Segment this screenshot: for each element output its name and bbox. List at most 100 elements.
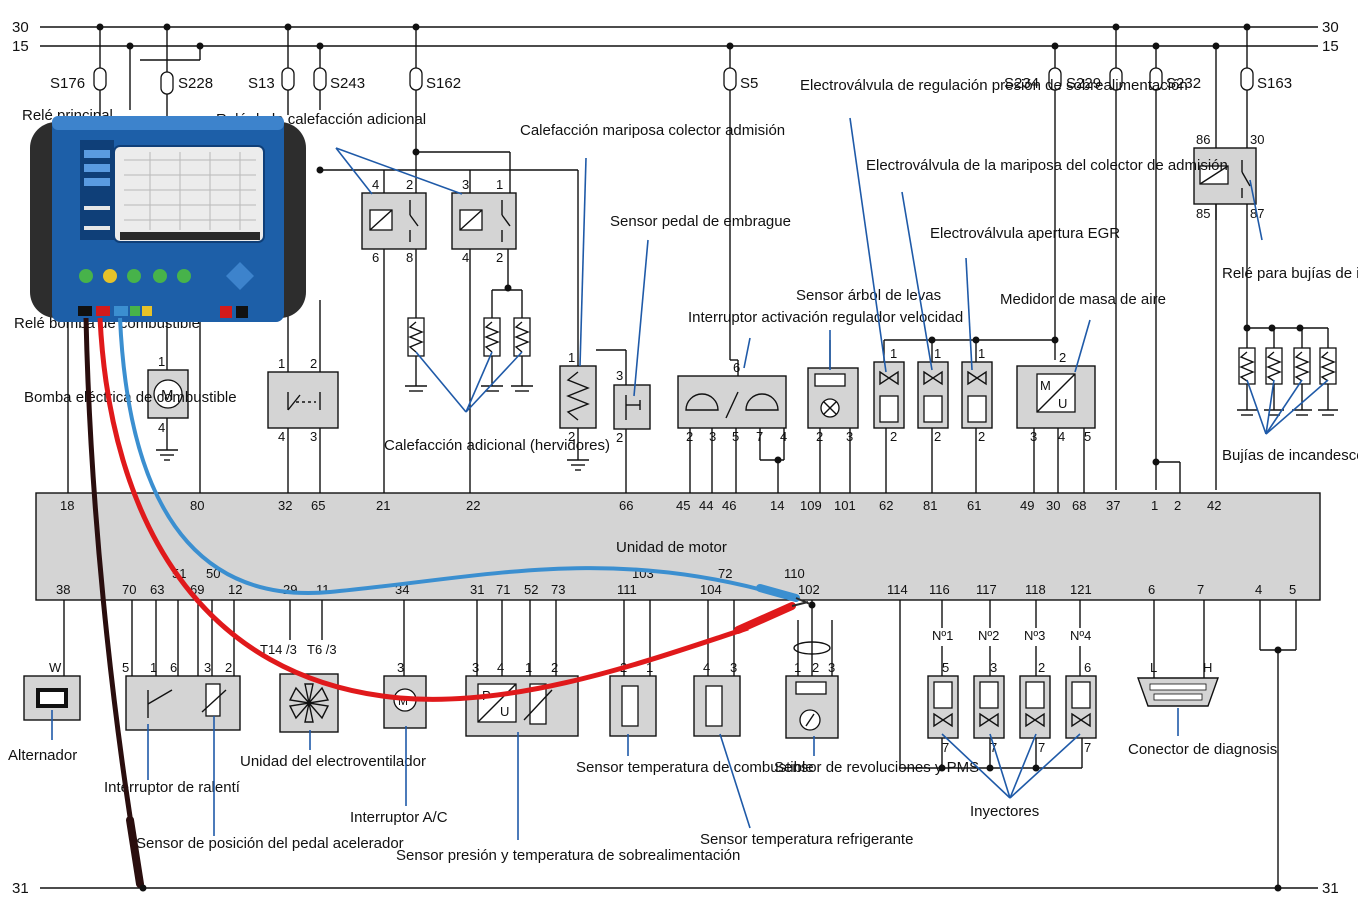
red-lead	[97, 317, 749, 702]
fuse-s162-label: S162	[426, 75, 461, 92]
blue-lead	[118, 317, 771, 595]
svg-text:12: 12	[228, 582, 242, 597]
label-medidor-masa: Medidor de masa de aire	[1000, 291, 1166, 308]
ecu-title: Unidad de motor	[616, 539, 727, 556]
svg-text:117: 117	[976, 582, 997, 597]
svg-text:5: 5	[122, 660, 129, 675]
svg-text:Nº3: Nº3	[1024, 628, 1045, 643]
label-interruptor-velocidad: Interruptor activación regulador velocid…	[688, 309, 963, 326]
label-ev-mariposa: Electroválvula de la mariposa del colect…	[866, 157, 1228, 174]
tester-screen	[113, 145, 265, 243]
svg-text:H: H	[1203, 660, 1212, 675]
svg-text:45: 45	[676, 498, 690, 513]
svg-text:4: 4	[1058, 429, 1065, 444]
svg-text:M: M	[398, 694, 408, 708]
svg-text:32: 32	[278, 498, 292, 513]
label-interruptor-ralenti: Interruptor de ralentí	[104, 779, 241, 796]
svg-text:73: 73	[551, 582, 565, 597]
svg-text:38: 38	[56, 582, 70, 597]
svg-text:T14 /3: T14 /3	[260, 642, 297, 657]
svg-text:121: 121	[1070, 582, 1092, 597]
engine-control-unit: Unidad de motor 18 80 32 65 21 22 66 45 …	[35, 492, 1321, 601]
label-ev-presion: Electroválvula de regulación presión de …	[800, 77, 1188, 94]
probe-leads	[83, 317, 811, 892]
power-button[interactable]	[79, 269, 93, 283]
rail-30-label-left: 30	[12, 19, 29, 36]
svg-text:1: 1	[978, 346, 985, 361]
svg-text:18: 18	[60, 498, 74, 513]
svg-text:4: 4	[158, 420, 165, 435]
svg-text:1: 1	[568, 350, 575, 365]
motor-icon	[153, 379, 183, 409]
svg-text:4: 4	[278, 429, 285, 444]
leader-lines	[51, 117, 1329, 840]
fuses: S176 S228 S13 S243 S162 S5 S234 S229 S23…	[50, 23, 1292, 490]
help-button[interactable]	[103, 269, 117, 283]
fuse-s163-label: S163	[1257, 75, 1292, 92]
ok-button[interactable]	[153, 269, 167, 283]
svg-text:71: 71	[496, 582, 510, 597]
svg-text:46: 46	[722, 498, 736, 513]
svg-text:116: 116	[929, 582, 950, 597]
svg-text:7: 7	[942, 740, 949, 755]
component-labels: Relé principal Relé de la calefacción ad…	[8, 77, 1358, 864]
label-ev-egr: Electroválvula apertura EGR	[930, 225, 1120, 242]
svg-text:2: 2	[812, 660, 819, 675]
svg-text:65: 65	[311, 498, 325, 513]
label-rele-bujias: Relé para bujías de incandescencia	[1222, 265, 1358, 282]
diagnostic-tester[interactable]	[30, 116, 306, 322]
svg-text:44: 44	[699, 498, 713, 513]
glow-plugs	[1237, 328, 1338, 416]
rail-30-label-right: 30	[1322, 19, 1339, 36]
clutch-pedal-sensor	[613, 384, 651, 430]
label-alternador: Alternador	[8, 747, 77, 764]
svg-text:110: 110	[784, 566, 805, 581]
svg-text:85: 85	[1196, 206, 1210, 221]
svg-text:61: 61	[967, 498, 981, 513]
svg-text:6: 6	[372, 250, 379, 265]
label-bomba: Bomba eléctrica de combustible	[24, 389, 237, 406]
svg-text:21: 21	[376, 498, 390, 513]
svg-text:102: 102	[798, 582, 820, 597]
svg-text:1: 1	[1151, 498, 1158, 513]
svg-text:2: 2	[551, 660, 558, 675]
fuse-s5-label: S5	[740, 75, 758, 92]
svg-text:2: 2	[1038, 660, 1045, 675]
ecu-top-pins: 18 80 32 65 21 22 66 45 44 46 14 109 101…	[60, 498, 1221, 513]
svg-text:Nº2: Nº2	[978, 628, 999, 643]
svg-text:Nº4: Nº4	[1070, 628, 1091, 643]
svg-text:86: 86	[1196, 132, 1210, 147]
svg-text:2: 2	[1059, 350, 1066, 365]
svg-text:2: 2	[310, 356, 317, 371]
svg-text:6: 6	[170, 660, 177, 675]
svg-text:2: 2	[406, 177, 413, 192]
svg-text:80: 80	[190, 498, 204, 513]
svg-text:M: M	[1040, 378, 1051, 393]
svg-text:72: 72	[718, 566, 732, 581]
svg-text:1: 1	[934, 346, 941, 361]
dpad-icon[interactable]	[226, 262, 254, 290]
svg-text:2: 2	[496, 250, 503, 265]
fuse-s234-label: S234	[1004, 75, 1039, 92]
svg-text:66: 66	[619, 498, 633, 513]
svg-text:4: 4	[497, 660, 504, 675]
fuse-s228-label: S228	[178, 75, 213, 92]
svg-text:6: 6	[1084, 660, 1091, 675]
menu-button[interactable]	[127, 269, 141, 283]
fan-icon	[288, 683, 330, 723]
svg-text:4: 4	[703, 660, 710, 675]
label-calef-mariposa: Calefacción mariposa colector admisión	[520, 122, 785, 139]
cancel-button[interactable]	[177, 269, 191, 283]
svg-text:4: 4	[462, 250, 469, 265]
svg-text:3: 3	[310, 429, 317, 444]
svg-text:37: 37	[1106, 498, 1120, 513]
svg-text:114: 114	[887, 582, 908, 597]
label-sensor-rev: Sensor de revoluciones y PMS	[774, 759, 979, 776]
label-sensor-arbol: Sensor árbol de levas	[796, 287, 941, 304]
fuel-pump-relay	[267, 371, 339, 429]
svg-text:30: 30	[1046, 498, 1060, 513]
svg-text:1: 1	[278, 356, 285, 371]
svg-text:3: 3	[990, 660, 997, 675]
svg-text:111: 111	[617, 582, 637, 597]
